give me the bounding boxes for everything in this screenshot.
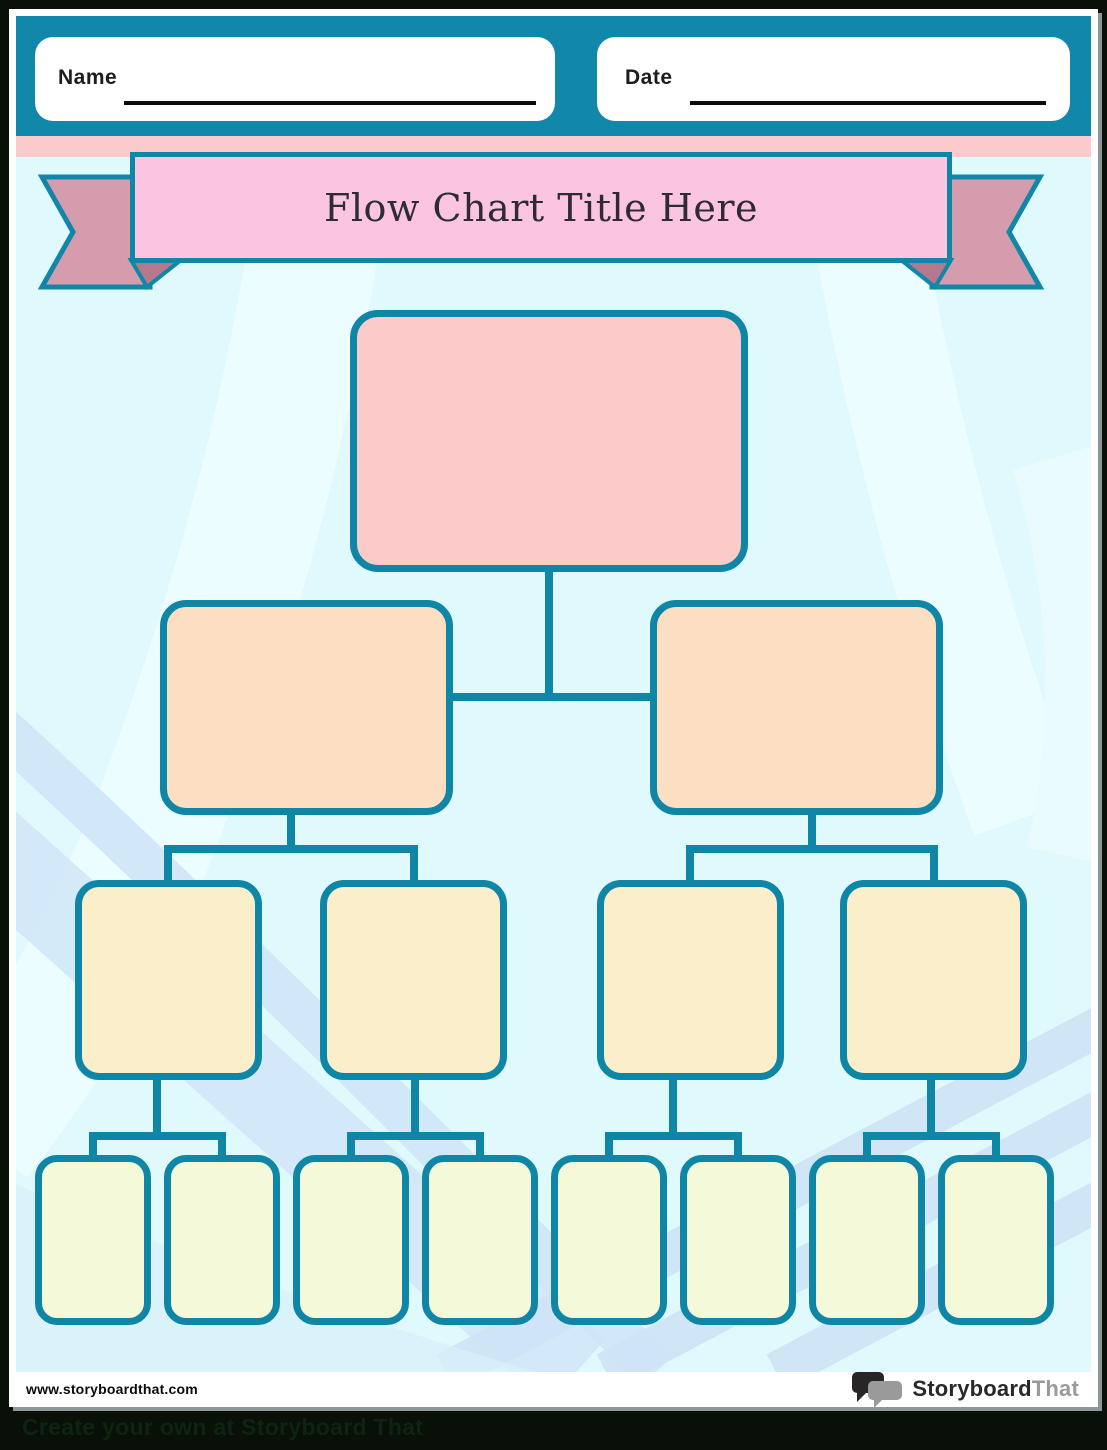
date-underline[interactable]	[690, 101, 1046, 105]
date-label: Date	[625, 66, 673, 89]
flow-box-level4-3[interactable]	[293, 1155, 409, 1325]
connector-l3a-stem	[153, 1075, 161, 1136]
connector-l2b-drop1	[686, 845, 694, 885]
flow-box-level4-2[interactable]	[164, 1155, 280, 1325]
logo-speech-bubbles-icon	[852, 1372, 903, 1408]
connector-l3b-bracket	[347, 1132, 484, 1140]
connector-l4-drop	[734, 1132, 742, 1160]
connector-l2a-stem	[287, 811, 295, 853]
flow-box-level3-2[interactable]	[320, 880, 507, 1080]
connector-l4-drop	[218, 1132, 226, 1160]
connector-l3c-stem	[669, 1075, 677, 1136]
flow-box-level4-5[interactable]	[551, 1155, 667, 1325]
flow-box-level4-7[interactable]	[809, 1155, 925, 1325]
connector-l3d-stem	[927, 1075, 935, 1136]
connector-l4-drop	[476, 1132, 484, 1160]
pink-divider	[16, 136, 1091, 157]
flow-box-level2-2[interactable]	[650, 600, 943, 815]
flow-box-level4-4[interactable]	[422, 1155, 538, 1325]
connector-l3b-stem	[411, 1075, 419, 1136]
connector-l2b-drop2	[930, 845, 938, 885]
connector-l3c-bracket	[605, 1132, 742, 1140]
flow-box-level3-4[interactable]	[840, 880, 1027, 1080]
date-field[interactable]: Date	[597, 37, 1070, 121]
connector-level1-bar	[449, 693, 654, 701]
connector-l3d-bracket	[863, 1132, 1000, 1140]
connector-l4-drop	[347, 1132, 355, 1160]
connector-root-stem	[545, 565, 553, 701]
flow-chart-title[interactable]: Flow Chart Title Here	[324, 185, 758, 230]
connector-l2a-bracket	[164, 845, 418, 853]
flow-box-level4-8[interactable]	[938, 1155, 1054, 1325]
connector-l4-drop	[863, 1132, 871, 1160]
connector-l4-drop	[992, 1132, 1000, 1160]
footer-tagline: Create your own at Storyboard That	[22, 1414, 424, 1440]
connector-l2b-stem	[808, 811, 816, 853]
logo-text: StoryboardThat	[912, 1376, 1079, 1401]
name-label: Name	[58, 66, 118, 89]
connector-l2a-drop1	[164, 845, 172, 885]
connector-l4-drop	[605, 1132, 613, 1160]
name-field[interactable]: Name	[35, 37, 555, 121]
flow-box-level3-3[interactable]	[597, 880, 784, 1080]
flow-box-level1[interactable]	[350, 310, 748, 572]
title-banner[interactable]: Flow Chart Title Here	[130, 152, 952, 263]
flow-box-level4-1[interactable]	[35, 1155, 151, 1325]
storyboardthat-logo[interactable]: StoryboardThat	[851, 1371, 1079, 1408]
connector-l4-drop	[89, 1132, 97, 1160]
website-url: www.storyboardthat.com	[26, 1381, 198, 1397]
connector-l2b-bracket	[686, 845, 938, 853]
flow-box-level4-6[interactable]	[680, 1155, 796, 1325]
flow-box-level2-1[interactable]	[160, 600, 453, 815]
connector-l2a-drop2	[410, 845, 418, 885]
name-underline[interactable]	[124, 101, 536, 105]
connector-l3a-bracket	[89, 1132, 226, 1140]
flow-box-level3-1[interactable]	[75, 880, 262, 1080]
